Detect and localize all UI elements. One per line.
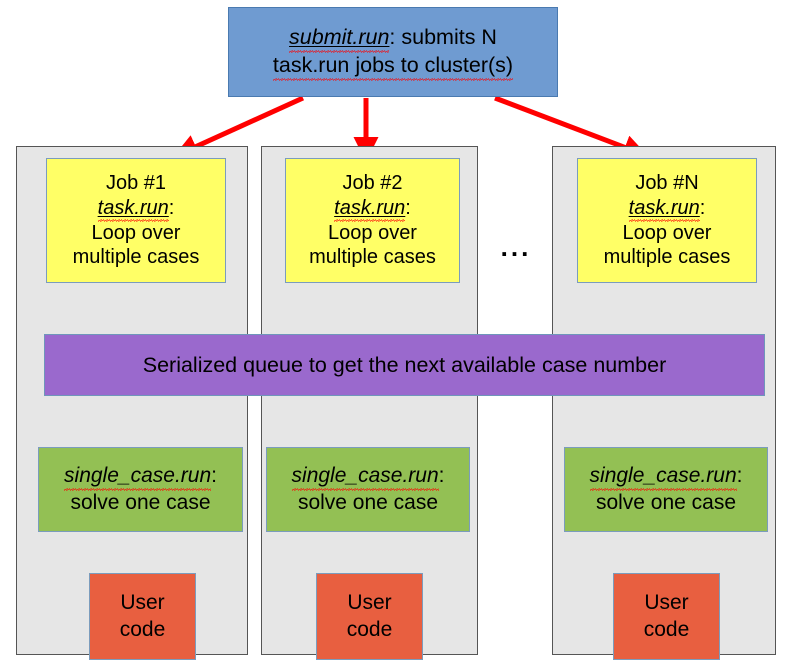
job-body-line2-1: multiple cases (72, 246, 200, 269)
user-code-line2-n: code (643, 617, 690, 641)
serialized-queue-box: Serialized queue to get the next availab… (44, 334, 765, 396)
single-case-colon-2: : (438, 464, 445, 488)
arrow-submit-to-jobn (494, 95, 649, 160)
user-code-line1-2: User (347, 590, 392, 614)
job-script-n: task.run: (628, 196, 706, 222)
single-case-body-n: solve one case (595, 490, 737, 514)
job-body-line1-n: Loop over (622, 221, 712, 244)
user-code-line2-1: code (119, 617, 166, 641)
job-script-colon-1: : (168, 196, 175, 219)
user-code-box-2: User code (316, 573, 423, 660)
serialized-queue-label: Serialized queue to get the next availab… (142, 352, 667, 377)
job-script-name-2: task.run (334, 196, 406, 222)
job-title-2: Job #2 (342, 171, 403, 194)
submit-run-box: submit.run: submits N task.run jobs to c… (228, 7, 558, 97)
user-code-line1-n: User (644, 590, 689, 614)
single-case-script-name-n: single_case.run (589, 463, 737, 491)
job-panel-n: Job #N task.run: Loop over multiple case… (552, 146, 776, 655)
user-code-box-1: User code (89, 573, 196, 660)
job-script-2: task.run: (334, 196, 411, 222)
job-body-line2-2: multiple cases (309, 246, 436, 269)
job-script-name-n: task.run (628, 196, 700, 222)
job-box-n: Job #N task.run: Loop over multiple case… (577, 158, 757, 283)
job-body-line2-n: multiple cases (603, 246, 731, 269)
job-title-n: Job #N (635, 171, 699, 194)
single-case-body-1: solve one case (70, 490, 211, 514)
submit-run-line-2-text: task.run jobs to cluster(s) (272, 52, 514, 81)
job-box-2: Job #2 task.run: Loop over multiple case… (285, 158, 460, 283)
single-case-body-2: solve one case (297, 490, 439, 514)
single-case-script-n: single_case.run: (589, 463, 743, 491)
submit-run-line-2: task.run jobs to cluster(s) (272, 52, 514, 81)
job-panel-2: Job #2 task.run: Loop over multiple case… (261, 146, 478, 655)
single-case-script-2: single_case.run: (291, 463, 445, 491)
job-script-1: task.run: (97, 196, 175, 222)
single-case-script-1: single_case.run: (64, 463, 217, 491)
single-case-box-2: single_case.run: solve one case (266, 447, 470, 532)
job-script-colon-n: : (699, 196, 706, 219)
single-case-script-name-2: single_case.run (291, 463, 439, 491)
job-script-name-1: task.run (97, 196, 169, 222)
submit-run-line-1: submit.run: submits N (289, 24, 497, 53)
ellipsis-more-jobs: ... (500, 232, 532, 262)
single-case-box-n: single_case.run: solve one case (564, 447, 768, 532)
single-case-colon-1: : (211, 464, 217, 488)
user-code-line1-1: User (120, 590, 165, 614)
single-case-box-1: single_case.run: solve one case (38, 447, 243, 532)
job-body-line1-2: Loop over (328, 221, 417, 244)
user-code-line2-2: code (346, 617, 393, 641)
single-case-script-name-1: single_case.run (64, 463, 212, 491)
submit-run-script-name: submit.run (289, 24, 390, 53)
job-title-1: Job #1 (105, 171, 167, 194)
submit-run-line-1-rest: : submits N (389, 25, 497, 50)
job-box-1: Job #1 task.run: Loop over multiple case… (46, 158, 226, 283)
arrow-submit-to-job1 (173, 95, 305, 159)
user-code-box-n: User code (613, 573, 720, 660)
job-panel-1: Job #1 task.run: Loop over multiple case… (16, 146, 248, 655)
single-case-colon-n: : (736, 464, 743, 488)
job-body-line1-1: Loop over (91, 221, 181, 244)
job-script-colon-2: : (405, 196, 411, 219)
